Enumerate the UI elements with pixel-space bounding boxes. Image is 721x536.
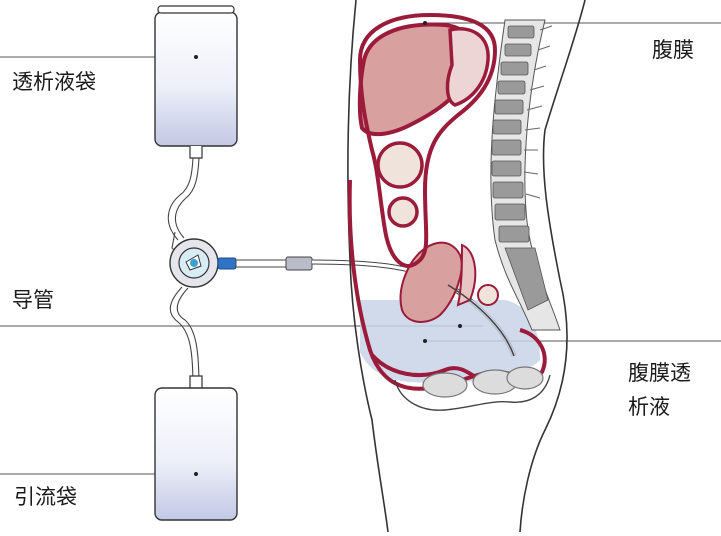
dialysate-bag	[154, 5, 238, 159]
label-dialysate-bag: 透析液袋	[12, 70, 96, 94]
pelvic-outline	[394, 374, 551, 411]
abdominal-organs	[357, 22, 499, 323]
drain-bag	[154, 375, 238, 521]
fluid-marker-dot	[423, 339, 427, 343]
upper-tubing	[167, 157, 200, 241]
label-catheter: 导管	[12, 288, 54, 312]
catheter-marker-dot	[458, 324, 462, 328]
catheter-tip	[447, 284, 515, 357]
connector-hub	[169, 231, 219, 288]
small-intestine-loop	[387, 196, 419, 228]
stomach	[445, 27, 490, 107]
transverse-colon	[376, 141, 424, 189]
spine	[490, 19, 561, 331]
pelvic-bowel	[422, 366, 544, 398]
lower-tubing	[169, 286, 200, 389]
peritoneal-fluid	[360, 300, 540, 383]
label-peritoneal-dialysis-fluid: 腹膜透 析液	[628, 356, 691, 424]
label-peritoneum: 腹膜	[652, 38, 694, 62]
ovary	[477, 284, 499, 306]
body-outline	[347, 0, 586, 533]
label-pd-fluid-line2: 析液	[628, 395, 670, 419]
peritoneum-marker-dot	[423, 21, 427, 25]
label-drain-bag: 引流袋	[14, 485, 77, 509]
label-pd-fluid-line1: 腹膜透	[628, 361, 691, 385]
